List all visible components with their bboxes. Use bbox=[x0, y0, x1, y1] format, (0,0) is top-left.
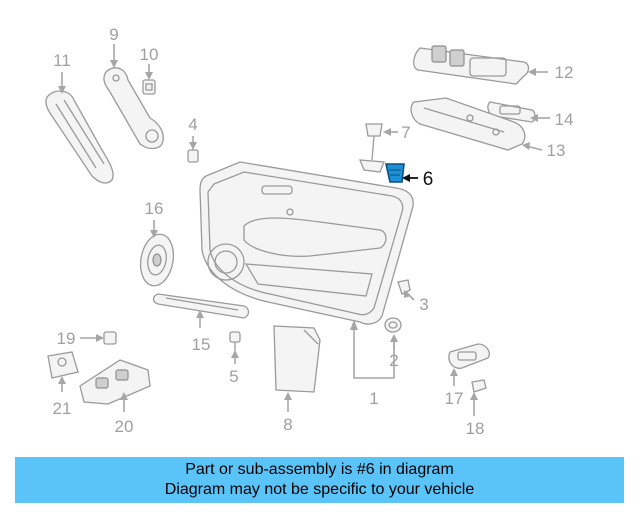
callout-12: 12 bbox=[528, 63, 573, 82]
callout-5: 5 bbox=[229, 350, 239, 386]
part-14-switch-panel bbox=[487, 101, 536, 123]
part-13-armrest-bracket bbox=[410, 97, 526, 151]
callout-7: 7 bbox=[383, 123, 411, 142]
parts-diagram: 1 2 3 4 5 6 7 8 9 10 bbox=[45, 25, 573, 438]
part-6-clip-highlighted[interactable] bbox=[385, 163, 405, 183]
svg-text:12: 12 bbox=[555, 63, 574, 82]
callout-16: 16 bbox=[145, 199, 164, 238]
svg-text:8: 8 bbox=[283, 415, 292, 434]
info-banner: Part or sub-assembly is #6 in diagram Di… bbox=[15, 457, 624, 503]
svg-text:2: 2 bbox=[389, 351, 398, 370]
svg-text:14: 14 bbox=[555, 110, 574, 129]
callout-9: 9 bbox=[109, 25, 119, 68]
svg-text:7: 7 bbox=[401, 123, 410, 142]
svg-text:21: 21 bbox=[53, 399, 72, 418]
callout-15: 15 bbox=[192, 310, 211, 354]
part-20-switch-assembly bbox=[79, 359, 151, 405]
svg-text:13: 13 bbox=[547, 141, 566, 160]
callout-17: 17 bbox=[445, 368, 464, 408]
svg-text:4: 4 bbox=[188, 115, 197, 134]
svg-text:20: 20 bbox=[115, 417, 134, 436]
callout-3: 3 bbox=[404, 290, 429, 314]
svg-text:9: 9 bbox=[109, 25, 118, 44]
svg-text:3: 3 bbox=[419, 295, 428, 314]
callout-10: 10 bbox=[140, 45, 159, 80]
callout-18: 18 bbox=[466, 392, 485, 438]
svg-text:11: 11 bbox=[53, 51, 71, 70]
door-trim-panel bbox=[199, 161, 414, 325]
callout-19: 19 bbox=[57, 329, 104, 348]
part-11-pull-handle bbox=[45, 90, 114, 184]
banner-line-disclaimer: Diagram may not be specific to your vehi… bbox=[164, 481, 475, 498]
part-8-pocket bbox=[273, 325, 321, 393]
part-12-switch-bezel bbox=[413, 45, 530, 85]
banner-line-part-number: Part or sub-assembly is #6 in diagram bbox=[185, 461, 454, 478]
callout-4: 4 bbox=[188, 115, 198, 150]
part-18-bulb bbox=[471, 379, 487, 393]
callout-11: 11 bbox=[53, 51, 71, 94]
callout-21: 21 bbox=[53, 376, 72, 418]
part-7-lock-rod bbox=[359, 123, 385, 173]
callout-1: 1 bbox=[350, 320, 395, 408]
callout-20: 20 bbox=[115, 392, 134, 436]
part-21-switch bbox=[47, 351, 79, 379]
callout-8: 8 bbox=[283, 392, 293, 434]
part-10-clip bbox=[142, 79, 156, 95]
callout-13: 13 bbox=[522, 141, 565, 160]
part-2-grommet bbox=[384, 317, 402, 333]
svg-text:18: 18 bbox=[466, 419, 485, 438]
part-16-speaker bbox=[139, 233, 175, 287]
part-15-trim-strip bbox=[152, 293, 250, 319]
callout-2: 2 bbox=[389, 334, 399, 370]
part-17-courtesy-lamp bbox=[448, 343, 490, 369]
callout-14: 14 bbox=[530, 110, 573, 129]
callout-6-highlighted[interactable]: 6 bbox=[402, 169, 433, 190]
part-19-clip bbox=[103, 331, 117, 345]
part-9-handle-bracket bbox=[103, 67, 164, 150]
svg-text:10: 10 bbox=[140, 45, 159, 64]
part-3-push-clip bbox=[397, 279, 411, 295]
svg-text:16: 16 bbox=[145, 199, 164, 218]
part-5-screw bbox=[229, 331, 241, 352]
svg-text:5: 5 bbox=[229, 367, 238, 386]
svg-text:15: 15 bbox=[192, 335, 211, 354]
svg-text:6: 6 bbox=[423, 169, 434, 190]
svg-text:1: 1 bbox=[369, 389, 378, 408]
svg-text:17: 17 bbox=[445, 389, 464, 408]
svg-text:19: 19 bbox=[57, 329, 76, 348]
